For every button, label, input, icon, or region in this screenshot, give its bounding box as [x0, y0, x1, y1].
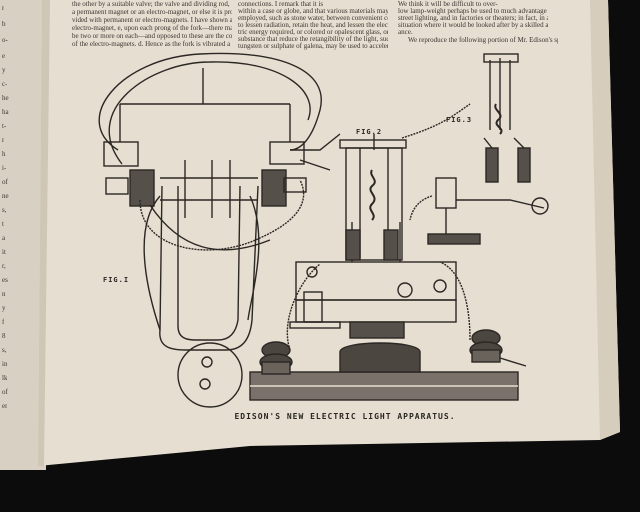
- text-line: vided with permanent or electro-magnets.…: [72, 16, 232, 24]
- left-page: [0, 0, 48, 470]
- text-fragment: c-: [2, 80, 8, 88]
- figure-2-label: FIG.2: [356, 128, 383, 136]
- figure-3-label: FIG.3: [446, 116, 473, 124]
- text-line: connections. I remark that it is: [238, 0, 324, 8]
- text-fragment: s,: [2, 206, 7, 214]
- figure-1-label: FIG.I: [103, 276, 130, 284]
- text-fragment: 8: [2, 332, 6, 340]
- text-line: within a case or globe, and that various…: [238, 7, 388, 15]
- text-fragment: t: [2, 220, 4, 228]
- text-line: ance.: [398, 28, 413, 36]
- text-line: We reproduce the following portion of Mr…: [408, 36, 558, 44]
- figure-caption: EDISON'S NEW ELECTRIC LIGHT APPARATUS.: [234, 412, 456, 421]
- text-fragment: of: [2, 178, 8, 186]
- text-line: employed, such as stone water, between c…: [238, 14, 388, 22]
- text-line: be two or more on each—and opposed to th…: [72, 32, 232, 40]
- text-fragment: f: [2, 318, 5, 326]
- text-fragment: s,: [2, 346, 7, 354]
- text-fragment: b: [2, 20, 6, 28]
- text-line: electro-magnet, e, upon each prong of th…: [72, 24, 232, 32]
- text-fragment: lk: [2, 374, 8, 382]
- text-fragment: i-: [2, 164, 7, 172]
- text-fragment: es: [2, 276, 8, 284]
- text-fragment: y: [2, 304, 6, 312]
- text-line: substance that reduce the retangibility …: [238, 35, 388, 43]
- text-fragment: er: [2, 402, 8, 410]
- text-fragment: o-: [2, 36, 8, 44]
- text-line: to lessen radiation, retain the heat, an…: [238, 21, 388, 29]
- text-fragment: r: [2, 136, 5, 144]
- text-fragment: ne: [2, 192, 9, 200]
- text-fragment: r: [2, 4, 5, 12]
- text-fragment: he: [2, 94, 9, 102]
- text-line: situation where it would be looked after…: [398, 21, 548, 29]
- text-line: We think it will be difficult to over-: [398, 0, 498, 8]
- text-line: a permanent magnet or an electro-magnet,…: [72, 8, 232, 16]
- text-fragment: h: [2, 150, 6, 158]
- text-fragment: of: [2, 388, 8, 396]
- text-fragment: e: [2, 52, 6, 60]
- text-line: low lamp-weight perhaps be used to much …: [398, 7, 548, 15]
- text-line: street lighting, and in factories or the…: [398, 14, 548, 22]
- text-line: tric energy required, or colored or opal…: [238, 28, 388, 36]
- text-fragment: r,: [2, 262, 6, 270]
- text-fragment: t-: [2, 122, 7, 130]
- text-line: of the electro-magnets. d. Hence as the …: [72, 40, 231, 48]
- text-fragment: in: [2, 360, 8, 368]
- text-line: the other by a suitable valve; the valve…: [72, 0, 230, 8]
- text-fragment: a: [2, 234, 6, 242]
- text-fragment: y: [2, 66, 6, 74]
- text-fragment: ha: [2, 108, 9, 116]
- text-line: tungsten or sulphate of galena, may be u…: [238, 42, 388, 50]
- text-fragment: it: [2, 248, 6, 256]
- text-fragment: n: [2, 290, 6, 298]
